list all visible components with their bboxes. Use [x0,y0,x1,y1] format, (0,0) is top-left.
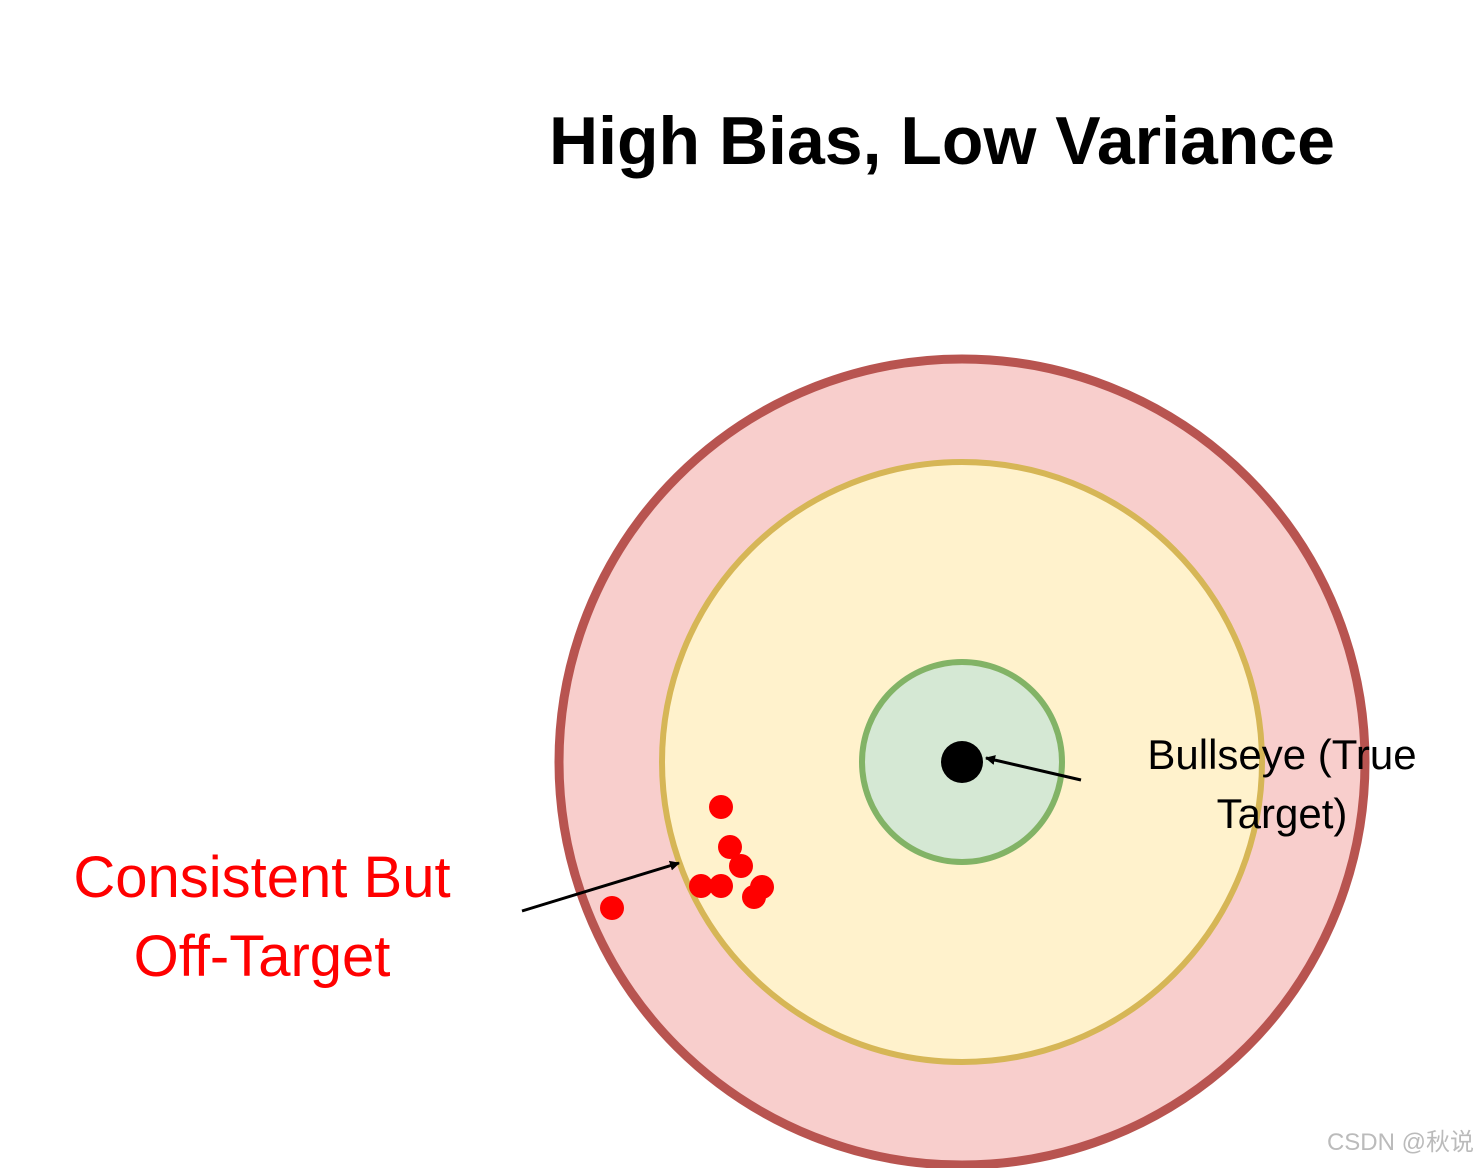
cluster-label: Consistent But Off-Target [73,845,450,989]
shot-cluster [600,795,774,920]
shot-point [709,795,733,819]
cluster-label-line1: Consistent But [73,845,450,910]
bullseye-label-line1: Bullseye (True [1147,731,1416,778]
shot-point [709,874,733,898]
shot-point [718,835,742,859]
shot-point [689,874,713,898]
watermark: CSDN @秋说 [1327,1129,1474,1156]
diagram-title: High Bias, Low Variance [549,103,1335,179]
cluster-arrow [521,860,680,913]
shot-point [742,885,766,909]
bullseye-arrow [985,755,1082,782]
bullseye-label-line2: Target) [1217,790,1348,837]
target [554,354,1370,1168]
shot-point [729,854,753,878]
bullseye-label: Bullseye (True Target) [1147,731,1416,837]
bullseye-dot [941,741,983,783]
cluster-label-line2: Off-Target [134,924,391,989]
shot-point [600,896,624,920]
